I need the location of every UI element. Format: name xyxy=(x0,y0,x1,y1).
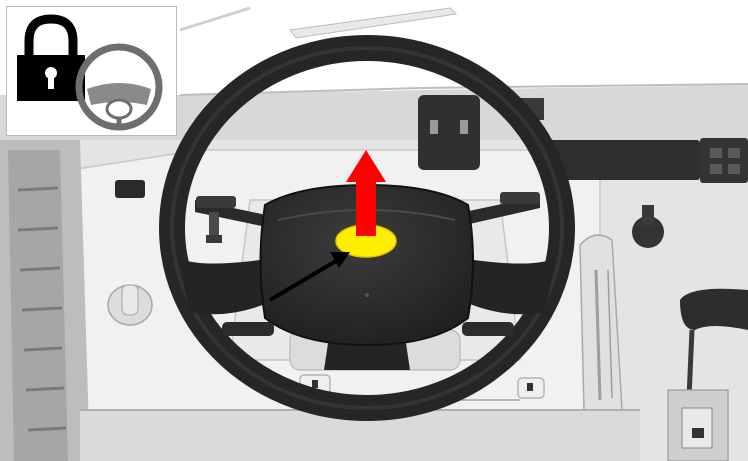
steering-wheel-icon xyxy=(79,47,159,127)
padlock-icon xyxy=(17,19,85,101)
steering-lock-inset xyxy=(6,6,177,136)
